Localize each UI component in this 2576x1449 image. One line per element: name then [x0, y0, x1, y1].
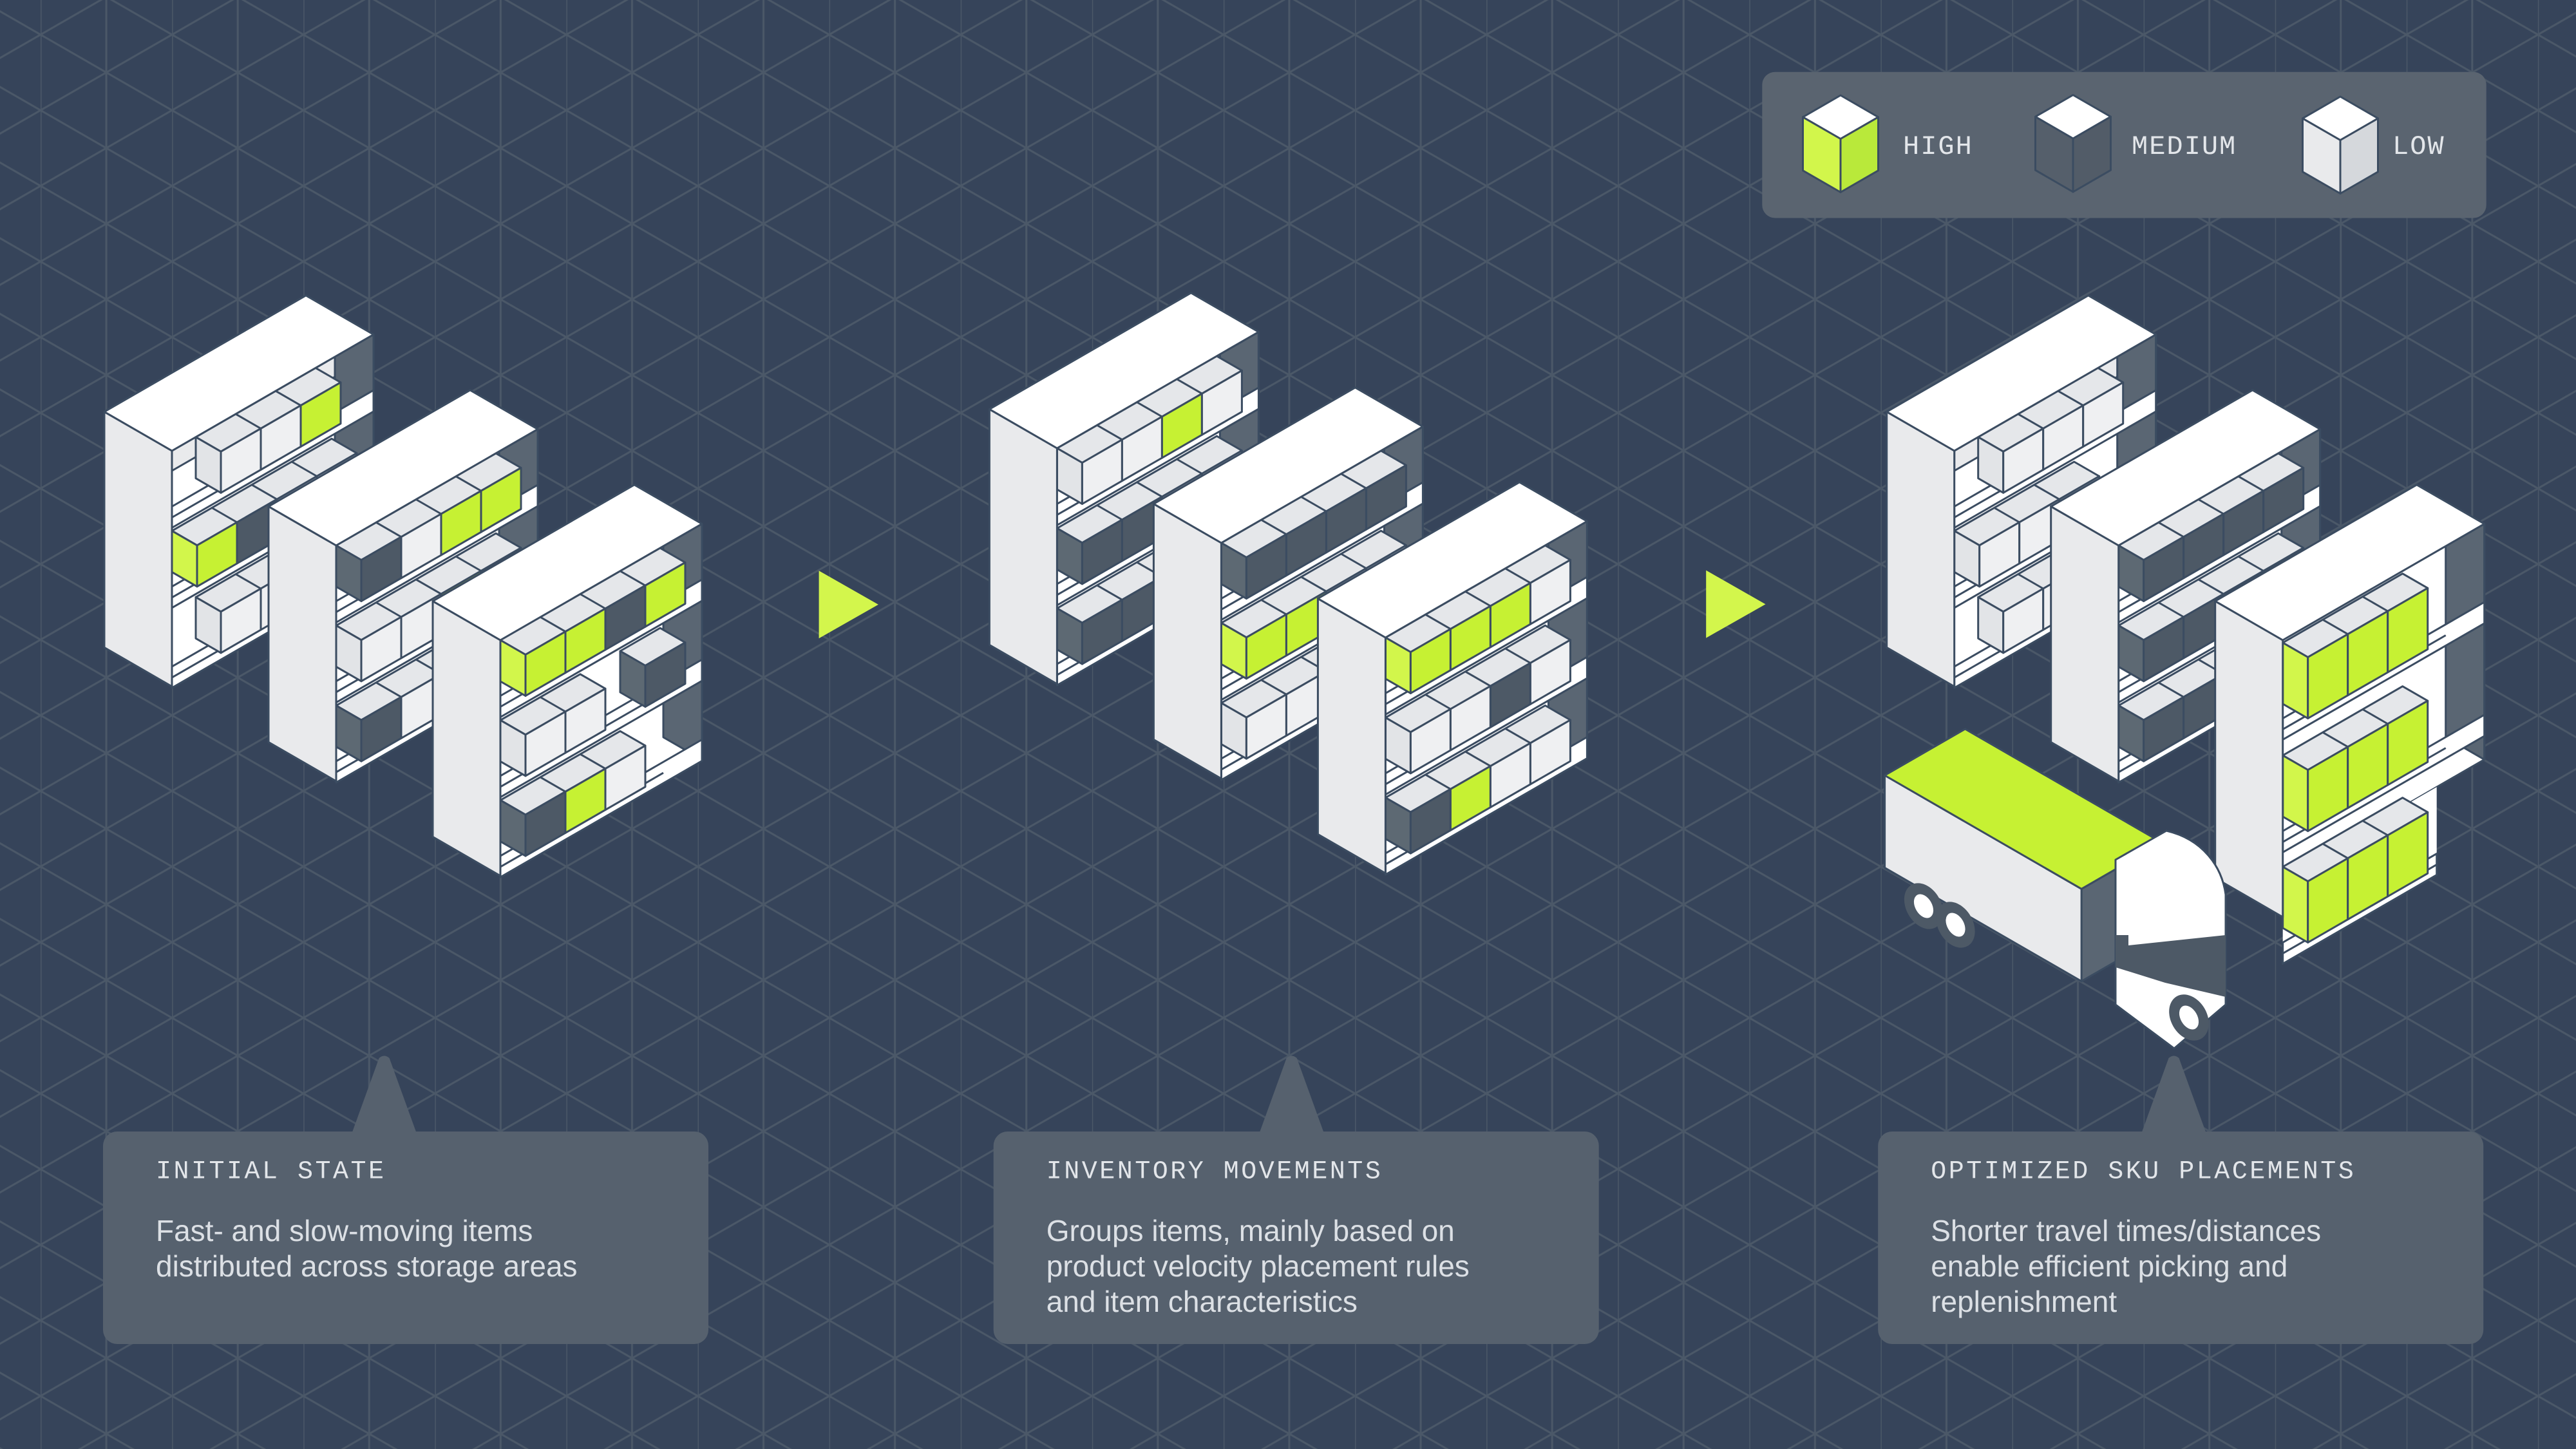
svg-text:LOW: LOW	[2392, 131, 2445, 162]
svg-text:INITIAL STATE: INITIAL STATE	[156, 1158, 386, 1187]
svg-text:Fast- and slow-moving items: Fast- and slow-moving items	[156, 1214, 533, 1247]
svg-text:distributed across storage are: distributed across storage areas	[156, 1249, 578, 1283]
svg-text:replenishment: replenishment	[1931, 1285, 2117, 1318]
svg-text:OPTIMIZED SKU PLACEMENTS: OPTIMIZED SKU PLACEMENTS	[1931, 1158, 2356, 1187]
svg-text:Shorter travel times/distances: Shorter travel times/distances	[1931, 1214, 2321, 1247]
svg-text:MEDIUM: MEDIUM	[2132, 131, 2237, 162]
svg-text:product velocity placement rul: product velocity placement rules	[1046, 1249, 1470, 1283]
svg-text:Groups items, mainly based on: Groups items, mainly based on	[1046, 1214, 1455, 1247]
svg-text:enable efficient picking and: enable efficient picking and	[1931, 1249, 2287, 1283]
svg-text:INVENTORY MOVEMENTS: INVENTORY MOVEMENTS	[1046, 1158, 1383, 1187]
svg-text:and item characteristics: and item characteristics	[1046, 1285, 1358, 1318]
svg-text:HIGH: HIGH	[1903, 131, 1973, 162]
